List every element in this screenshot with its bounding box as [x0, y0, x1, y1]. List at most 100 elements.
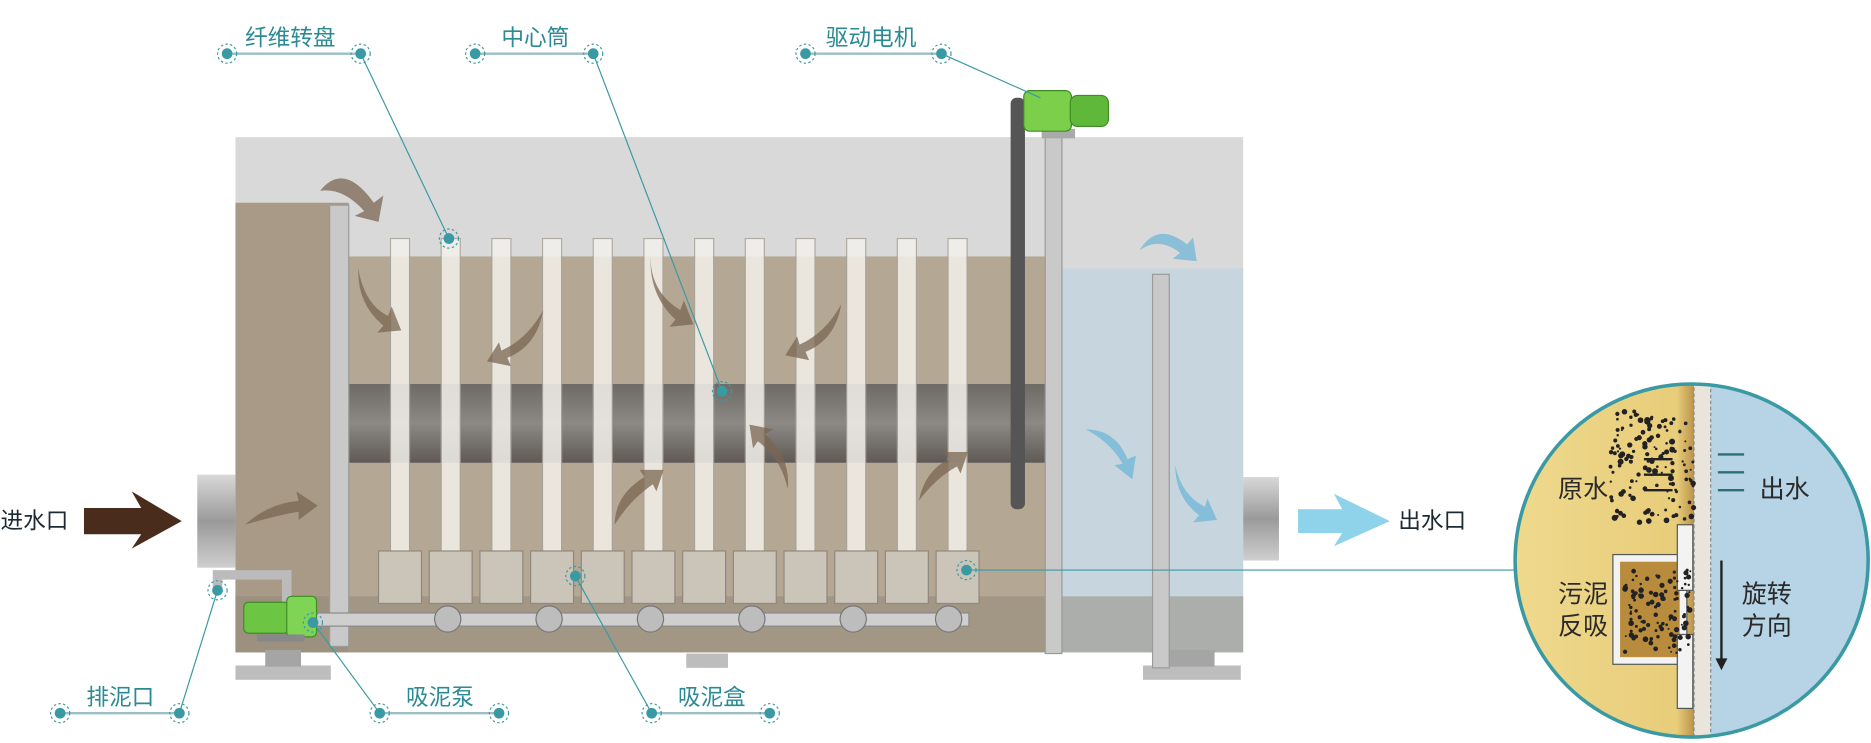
particle	[1674, 488, 1678, 492]
right-baffle	[1151, 273, 1170, 669]
particle	[1668, 614, 1674, 620]
particle	[1671, 417, 1676, 421]
particle	[1663, 589, 1668, 594]
particle	[1669, 438, 1676, 445]
particle	[1683, 448, 1687, 452]
particle	[1686, 643, 1690, 647]
particle	[1638, 628, 1643, 633]
particle	[1630, 589, 1635, 594]
particle	[1655, 465, 1659, 468]
particle	[1689, 468, 1692, 471]
particle	[1655, 592, 1658, 595]
particle	[1672, 576, 1676, 580]
particle	[1665, 623, 1668, 627]
particle	[1658, 624, 1663, 629]
particle	[1683, 576, 1687, 580]
particle	[1609, 480, 1612, 483]
particle	[1685, 634, 1691, 640]
particle	[1637, 413, 1640, 416]
particle	[1682, 463, 1686, 467]
particle	[1628, 632, 1635, 638]
particle	[1617, 463, 1622, 468]
suction-box	[834, 550, 879, 605]
particle	[1616, 417, 1619, 421]
particle	[1635, 480, 1638, 483]
particle	[1631, 592, 1637, 598]
particle	[1671, 514, 1676, 519]
particle	[1627, 442, 1633, 448]
suction-box	[580, 550, 625, 605]
drive-chain	[1010, 97, 1025, 510]
particle	[1633, 412, 1639, 418]
particle	[1684, 469, 1689, 474]
particle	[1657, 513, 1660, 516]
particle	[1684, 477, 1689, 482]
callout-dot	[961, 564, 972, 576]
particle	[1631, 449, 1636, 454]
particle	[1644, 416, 1651, 424]
callout-dot	[800, 48, 811, 60]
particle	[1683, 421, 1688, 426]
detail-magnifier: 原水 出水 污泥 反吸 旋转 方向	[1513, 382, 1870, 739]
particle	[1680, 586, 1684, 590]
particle	[1661, 451, 1665, 456]
rotation-label-1: 旋转	[1742, 579, 1792, 608]
particle	[1661, 621, 1665, 626]
particle	[1646, 601, 1651, 606]
particle	[1684, 440, 1687, 443]
particle	[1615, 411, 1620, 416]
particle	[1614, 508, 1620, 514]
suction-box	[530, 550, 575, 605]
callout-dot	[374, 707, 386, 719]
particle	[1653, 612, 1658, 618]
pipe-flanges	[434, 605, 963, 633]
particle	[1646, 467, 1652, 473]
callout-dot-ring	[350, 43, 371, 64]
callout-dot-ring	[465, 43, 486, 64]
particle	[1669, 421, 1674, 426]
particle	[1618, 491, 1624, 497]
particle	[1643, 510, 1648, 515]
particle	[1691, 484, 1695, 488]
callout-dot-ring	[369, 703, 390, 724]
suction-box	[884, 550, 929, 605]
flow-arrows	[244, 178, 968, 525]
particle	[1616, 434, 1619, 437]
suction-box	[783, 550, 828, 605]
particle	[1649, 511, 1655, 517]
particle	[1611, 470, 1615, 474]
particle	[1618, 447, 1622, 450]
particle	[1647, 508, 1651, 511]
particle	[1634, 436, 1639, 442]
particle	[1652, 468, 1658, 475]
pipe-flange	[839, 605, 867, 633]
callout-dot	[587, 48, 599, 60]
particle	[1648, 590, 1654, 595]
particle	[1670, 446, 1673, 449]
callout-dot	[174, 707, 185, 719]
particle	[1676, 580, 1679, 583]
particle	[1616, 444, 1620, 448]
tank-feet	[235, 649, 1241, 680]
particle	[1629, 423, 1633, 427]
particle	[1629, 479, 1634, 484]
particle	[1618, 510, 1623, 516]
particle	[1672, 570, 1676, 574]
fiber-disc	[592, 237, 613, 597]
particle	[1673, 585, 1677, 590]
particle	[1629, 617, 1633, 621]
particle	[1622, 649, 1628, 654]
particle	[1631, 568, 1636, 574]
raw-water-label: 原水	[1558, 474, 1608, 503]
particle	[1659, 582, 1665, 588]
particle	[1625, 586, 1629, 590]
outlet-flange	[1243, 477, 1279, 561]
particle	[1616, 450, 1620, 453]
particle	[1633, 598, 1637, 602]
particle	[1617, 458, 1624, 465]
inlet-arrow	[83, 491, 182, 549]
particle	[1644, 576, 1650, 582]
rotation-label-2: 方向	[1742, 611, 1792, 640]
callout-dot-ring	[302, 612, 324, 633]
fiber-disc	[693, 237, 715, 597]
